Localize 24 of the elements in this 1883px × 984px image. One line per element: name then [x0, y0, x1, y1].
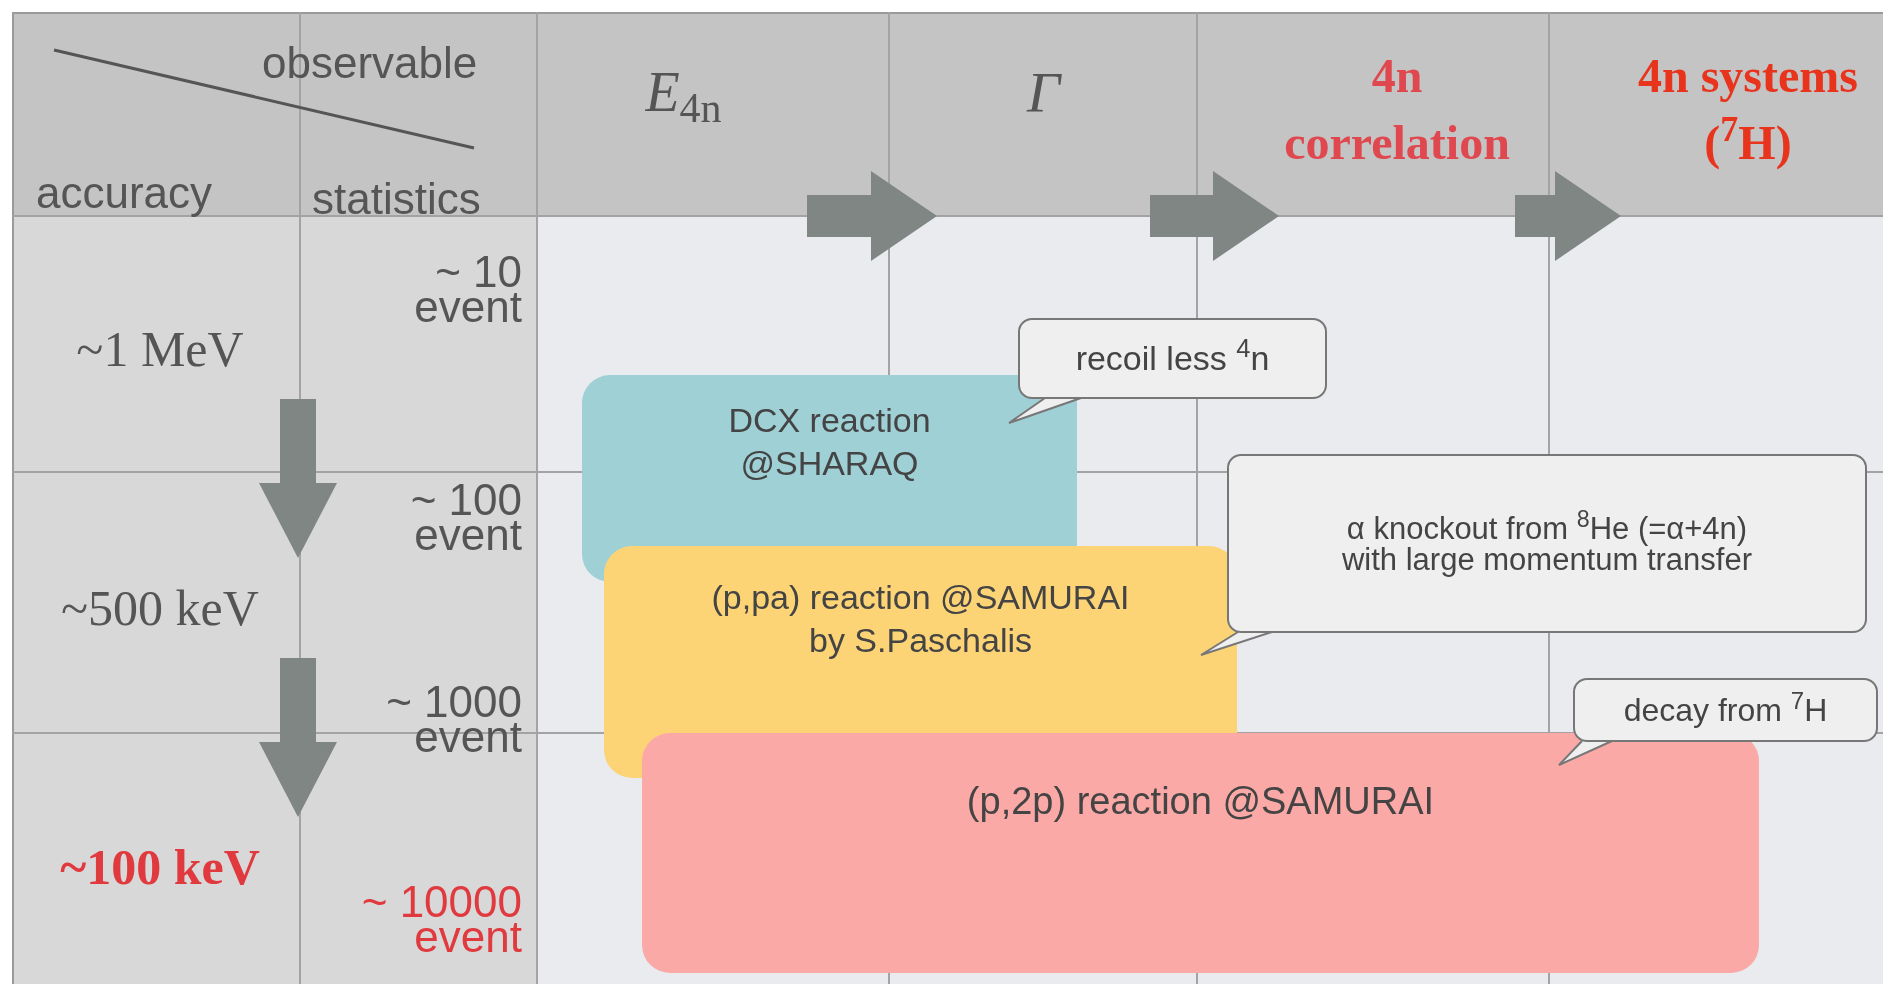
block-arrow: [1150, 171, 1279, 261]
column-header: 4n systems ($^{7}$H): [1637, 48, 1859, 172]
reaction-box: (p,2p) reaction @SAMURAI: [642, 733, 1759, 973]
callout-tail: [1200, 631, 1273, 656]
axis-title: statistics: [312, 173, 482, 225]
axis-title: accuracy: [36, 167, 214, 219]
callout-tail: [1558, 740, 1613, 766]
statistics-value: ~ 100 event: [409, 482, 522, 553]
callout-tail: [1008, 397, 1082, 424]
column-header: E$_{4n}$: [645, 64, 722, 120]
axis-title: observable: [262, 37, 479, 89]
column-header: 4n correlation: [1283, 48, 1511, 172]
accuracy-value: ~1 MeV: [76, 320, 244, 379]
block-arrow: [1515, 171, 1621, 261]
block-arrow: [259, 399, 337, 558]
statistics-value: ~ 1000 event: [385, 684, 522, 755]
accuracy-value: ~100 keV: [60, 837, 260, 897]
statistics-value: ~ 10 event: [413, 254, 522, 325]
block-arrow: [807, 171, 937, 261]
accuracy-value: ~500 keV: [61, 578, 259, 638]
column-header: Γ: [1027, 64, 1060, 122]
callout-bubble: α knockout from $^{8}$He (=α+4n) with large momentum transfer: [1227, 454, 1867, 633]
block-arrow: [259, 658, 337, 817]
statistics-value: ~ 10000 event: [360, 884, 522, 955]
